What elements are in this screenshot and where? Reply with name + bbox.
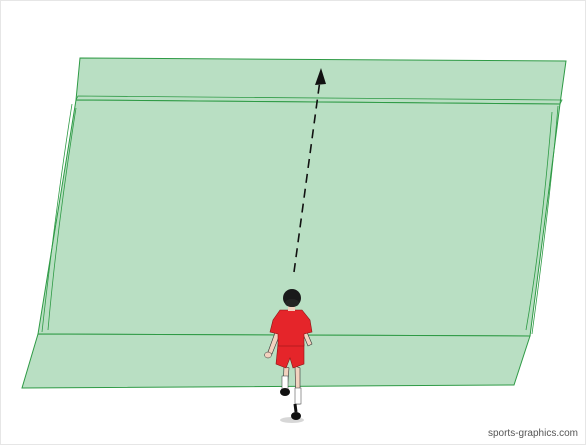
credit-text: sports-graphics.com xyxy=(488,428,578,439)
